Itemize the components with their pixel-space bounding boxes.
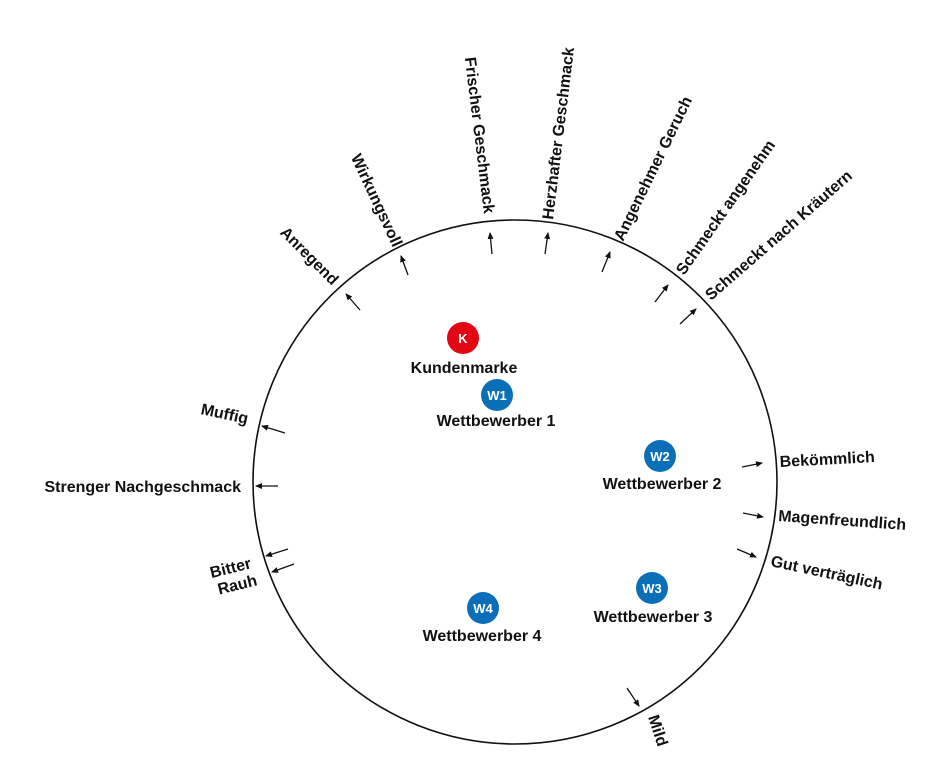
arrow-schmeckt-angenehm [654,284,669,303]
arrow-wirkungsvoll [400,255,409,276]
marker-wettbewerber-4 [467,592,499,624]
arrow-magenfreundlich [742,512,764,519]
attribute-arrows [255,232,764,707]
marker-wettbewerber-4-code: W4 [473,601,493,616]
arrow-angenehmer-geruch [601,251,611,273]
label-angenehmer-geruch: Angenehmer Geruch [611,94,696,244]
name-wettbewerber-4: Wettbewerber 4 [423,628,542,645]
name-wettbewerber-3: Wettbewerber 3 [594,609,713,626]
marker-wettbewerber-2-code: W2 [650,449,670,464]
marker-kundenmarke-code: K [458,331,468,346]
name-kundenmarke: Kundenmarke [411,360,518,377]
label-frischer-geschmack: Frischer Geschmack [461,56,497,214]
label-muffig: Muffig [199,401,249,428]
brand-kundenmarke: K Kundenmarke [411,322,518,377]
marker-wettbewerber-3-code: W3 [642,581,662,596]
marker-wettbewerber-1 [481,379,513,411]
arrow-anregend [345,293,361,311]
label-mild: Mild [644,713,670,749]
label-bekoemmlich: Bekömmlich [779,449,875,471]
arrow-bekoemmlich [741,461,763,468]
arrow-frischer-geschmack [487,232,494,255]
marker-wettbewerber-3 [636,572,668,604]
name-wettbewerber-1: Wettbewerber 1 [437,413,556,430]
arrow-herzhafter-geschmack [544,232,551,255]
arrow-bitter [265,548,289,558]
marker-wettbewerber-2 [644,440,676,472]
label-schmeckt-nach-kraeutern: Schmeckt nach Kräutern [702,168,855,305]
map-circle [252,219,778,745]
label-magenfreundlich: Magenfreundlich [778,508,907,534]
label-anregend: Anregend [276,224,341,289]
arrow-mild [626,687,640,707]
marker-kundenmarke [447,322,479,354]
arrow-rauh [271,563,295,573]
brand-wettbewerber-1: W1 Wettbewerber 1 [437,379,556,430]
brand-wettbewerber-4: W4 Wettbewerber 4 [423,592,542,645]
label-wirkungsvoll: Wirkungsvoll [347,152,405,250]
brand-wettbewerber-3: W3 Wettbewerber 3 [594,572,713,626]
arrow-muffig [261,424,286,434]
name-wettbewerber-2: Wettbewerber 2 [603,476,722,493]
brand-wettbewerber-2: W2 Wettbewerber 2 [603,440,722,493]
label-gut-vertraeglich: Gut verträglich [769,553,884,593]
label-herzhafter-geschmack: Herzhafter Geschmack [540,46,578,220]
marker-wettbewerber-1-code: W1 [487,388,507,403]
label-strenger-nachgeschmack: Strenger Nachgeschmack [44,479,241,496]
arrow-gut-vertraeglich [736,548,757,558]
arrow-schmeckt-nach-kraeutern [679,308,697,325]
